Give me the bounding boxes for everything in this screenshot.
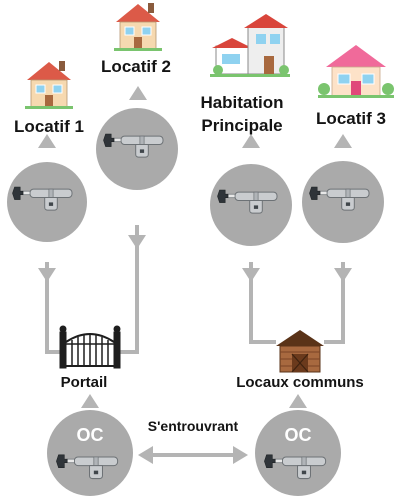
house-icon-locatif-3 <box>318 45 394 98</box>
lock-circle-oc-right <box>255 410 341 496</box>
arrow-up <box>289 394 307 408</box>
label-relation: S'entrouvrant <box>148 418 239 434</box>
label-portail: Portail <box>61 374 108 391</box>
label-locaux-communs: Locaux communs <box>236 374 364 391</box>
house-icon-locatif-1 <box>24 60 74 110</box>
connector-locatif2-portail <box>118 225 139 354</box>
connector-locatif1-portail <box>45 262 62 354</box>
arrow-up <box>38 134 56 148</box>
connectors <box>45 225 345 354</box>
double-arrow <box>138 446 248 464</box>
connector-locatif3-locaux <box>324 262 345 344</box>
arrow-down <box>334 268 352 282</box>
arrow-up <box>242 134 260 148</box>
arrow-up <box>129 86 147 100</box>
arrow-down <box>128 235 146 249</box>
connector-habitation-locaux <box>249 262 276 344</box>
gate-icon <box>59 325 121 369</box>
arrow-up <box>81 394 99 408</box>
lock-circle-habitation <box>210 164 292 246</box>
label-habitation-line1: Habitation <box>200 93 283 112</box>
arrows <box>38 86 352 408</box>
label-locatif-3: Locatif 3 <box>316 109 386 128</box>
lock-circle-oc-left <box>47 410 133 496</box>
shed-icon <box>276 330 324 373</box>
lock-circle-locatif-3 <box>302 161 384 243</box>
arrow-down <box>38 268 56 282</box>
label-oc-right: OC <box>285 425 312 445</box>
arrow-down <box>242 268 260 282</box>
lock-circle-locatif-2 <box>96 108 178 190</box>
house-icon-locatif-2 <box>113 2 163 52</box>
lock-circle-locatif-1 <box>7 162 87 242</box>
house-icon-habitation <box>210 14 290 77</box>
label-locatif-2: Locatif 2 <box>101 57 171 76</box>
label-oc-left: OC <box>77 425 104 445</box>
label-habitation-line2: Principale <box>201 116 282 135</box>
label-locatif-1: Locatif 1 <box>14 117 84 136</box>
arrow-up <box>334 134 352 148</box>
